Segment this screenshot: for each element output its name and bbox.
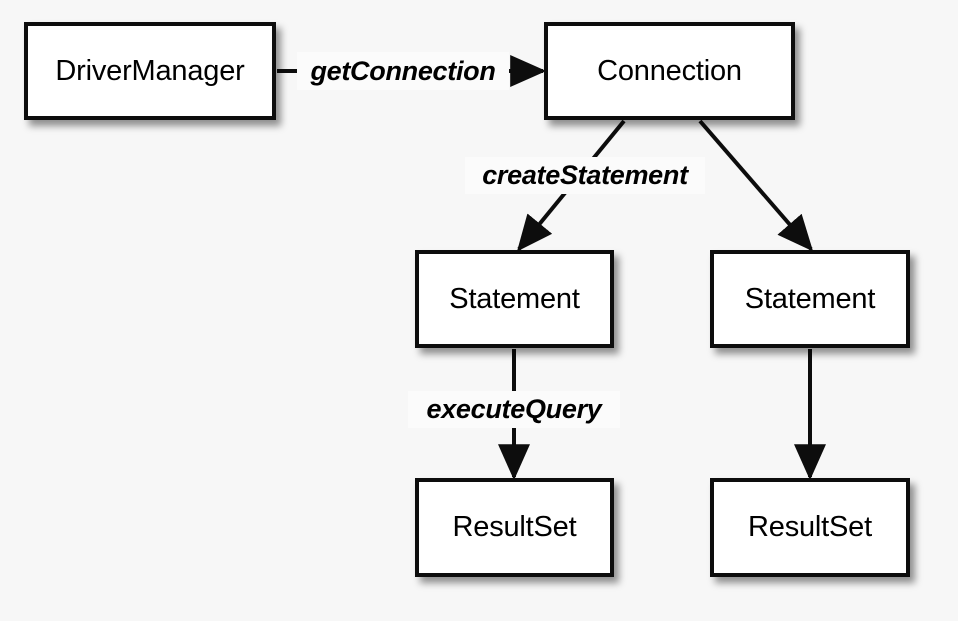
edge-label-getconnection: getConnection xyxy=(297,52,509,90)
node-resultset-right[interactable]: ResultSet xyxy=(710,478,910,577)
edge-label-executequery: executeQuery xyxy=(408,391,620,428)
edge-connection-to-statement-right xyxy=(698,119,814,252)
node-connection-label: Connection xyxy=(597,54,742,87)
node-resultset-left[interactable]: ResultSet xyxy=(415,478,614,577)
node-statement-right[interactable]: Statement xyxy=(710,250,910,348)
node-statement-right-label: Statement xyxy=(744,282,876,315)
edge-label-createstatement: createStatement xyxy=(465,157,705,194)
node-drivermanager-label: DriverManager xyxy=(55,54,245,87)
node-drivermanager[interactable]: DriverManager xyxy=(24,22,276,120)
node-statement-left[interactable]: Statement xyxy=(415,250,614,348)
node-resultset-left-label: ResultSet xyxy=(452,511,577,543)
node-statement-left-label: Statement xyxy=(449,282,580,315)
node-resultset-right-label: ResultSet xyxy=(748,511,872,543)
node-connection[interactable]: Connection xyxy=(544,22,795,120)
